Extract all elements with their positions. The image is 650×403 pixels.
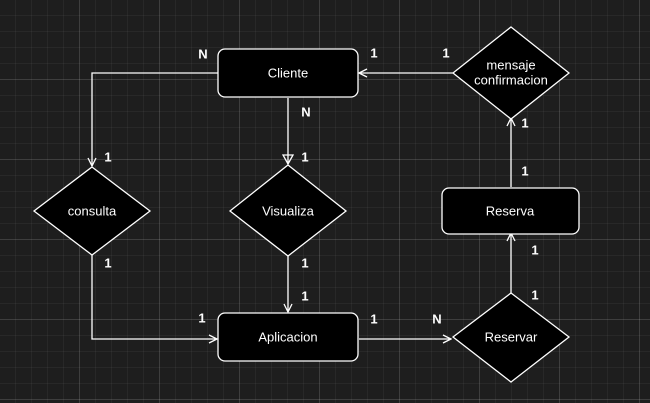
entity-cliente-label: Cliente — [268, 65, 308, 80]
cardinality-label: 1 — [531, 287, 538, 302]
cardinality-label: N — [432, 311, 441, 326]
cardinality-label: 1 — [531, 242, 538, 257]
relation-consulta[interactable]: consulta — [32, 166, 152, 256]
relation-mensaje-confirmacion[interactable]: mensaje confirmacion — [451, 26, 571, 120]
relation-visualiza-label: Visualiza — [262, 203, 315, 218]
cardinality-label: 1 — [301, 288, 308, 303]
entity-aplicacion[interactable]: Aplicacion — [217, 312, 359, 362]
entity-reserva-label: Reserva — [486, 203, 535, 218]
cardinality-label: 1 — [442, 45, 449, 60]
cardinality-label: 1 — [301, 255, 308, 270]
edge-consulta-aplicacion — [91, 255, 217, 339]
relation-reservar[interactable]: Reservar — [451, 292, 571, 383]
cardinality-label: 1 — [104, 255, 111, 270]
cardinality-label: 1 — [301, 149, 308, 164]
cardinality-label: 1 — [521, 115, 528, 130]
cardinality-label: N — [301, 104, 310, 119]
entity-cliente[interactable]: Cliente — [217, 48, 359, 98]
relation-reservar-label: Reservar — [485, 329, 538, 344]
cardinality-label: 1 — [370, 311, 377, 326]
cardinality-label: 1 — [370, 45, 377, 60]
relation-consulta-label: consulta — [68, 203, 117, 218]
relation-mensaje-label-line2: confirmacion — [474, 72, 548, 87]
entity-reserva[interactable]: Reserva — [441, 187, 580, 235]
relation-visualiza[interactable]: Visualiza — [228, 164, 348, 257]
entity-aplicacion-label: Aplicacion — [258, 329, 317, 344]
relation-mensaje-label-line1: mensaje — [486, 57, 535, 72]
cardinality-label: 1 — [521, 163, 528, 178]
cardinality-label: 1 — [104, 149, 111, 164]
cardinality-label: 1 — [198, 310, 205, 325]
edge-cliente-consulta — [92, 72, 218, 166]
cardinality-label: N — [198, 46, 207, 61]
